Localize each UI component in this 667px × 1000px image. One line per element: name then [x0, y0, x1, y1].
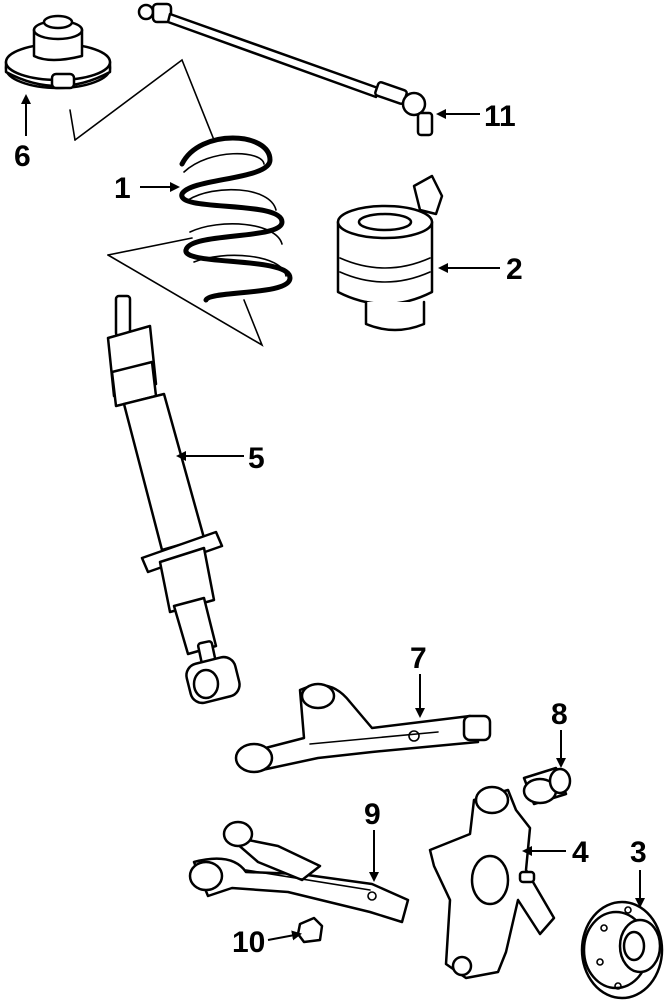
callout-5: 5 — [248, 442, 265, 475]
callout-9: 9 — [364, 798, 381, 831]
shock-absorber — [106, 294, 241, 705]
air-spring — [336, 174, 444, 332]
wheel-hub — [580, 900, 664, 1000]
coil-spring — [179, 135, 293, 303]
callout-7: 7 — [410, 642, 427, 675]
callout-3: 3 — [630, 836, 647, 869]
steering-knuckle — [428, 785, 556, 980]
upper-control-arm — [234, 682, 492, 774]
lock-nut — [296, 916, 324, 944]
callout-1: 1 — [114, 172, 131, 205]
lower-control-arm — [188, 820, 410, 924]
callout-4: 4 — [572, 836, 589, 869]
spring-upper-mount — [4, 14, 112, 90]
bushing — [522, 766, 572, 806]
stabilizer-link — [137, 2, 434, 137]
callout-8: 8 — [551, 698, 568, 731]
callout-2: 2 — [506, 253, 523, 286]
assembly-guide-lines — [69, 58, 264, 347]
callout-11: 11 — [484, 100, 516, 133]
callout-10: 10 — [232, 926, 265, 959]
callout-6: 6 — [14, 140, 31, 173]
leader-lines — [21, 94, 645, 941]
